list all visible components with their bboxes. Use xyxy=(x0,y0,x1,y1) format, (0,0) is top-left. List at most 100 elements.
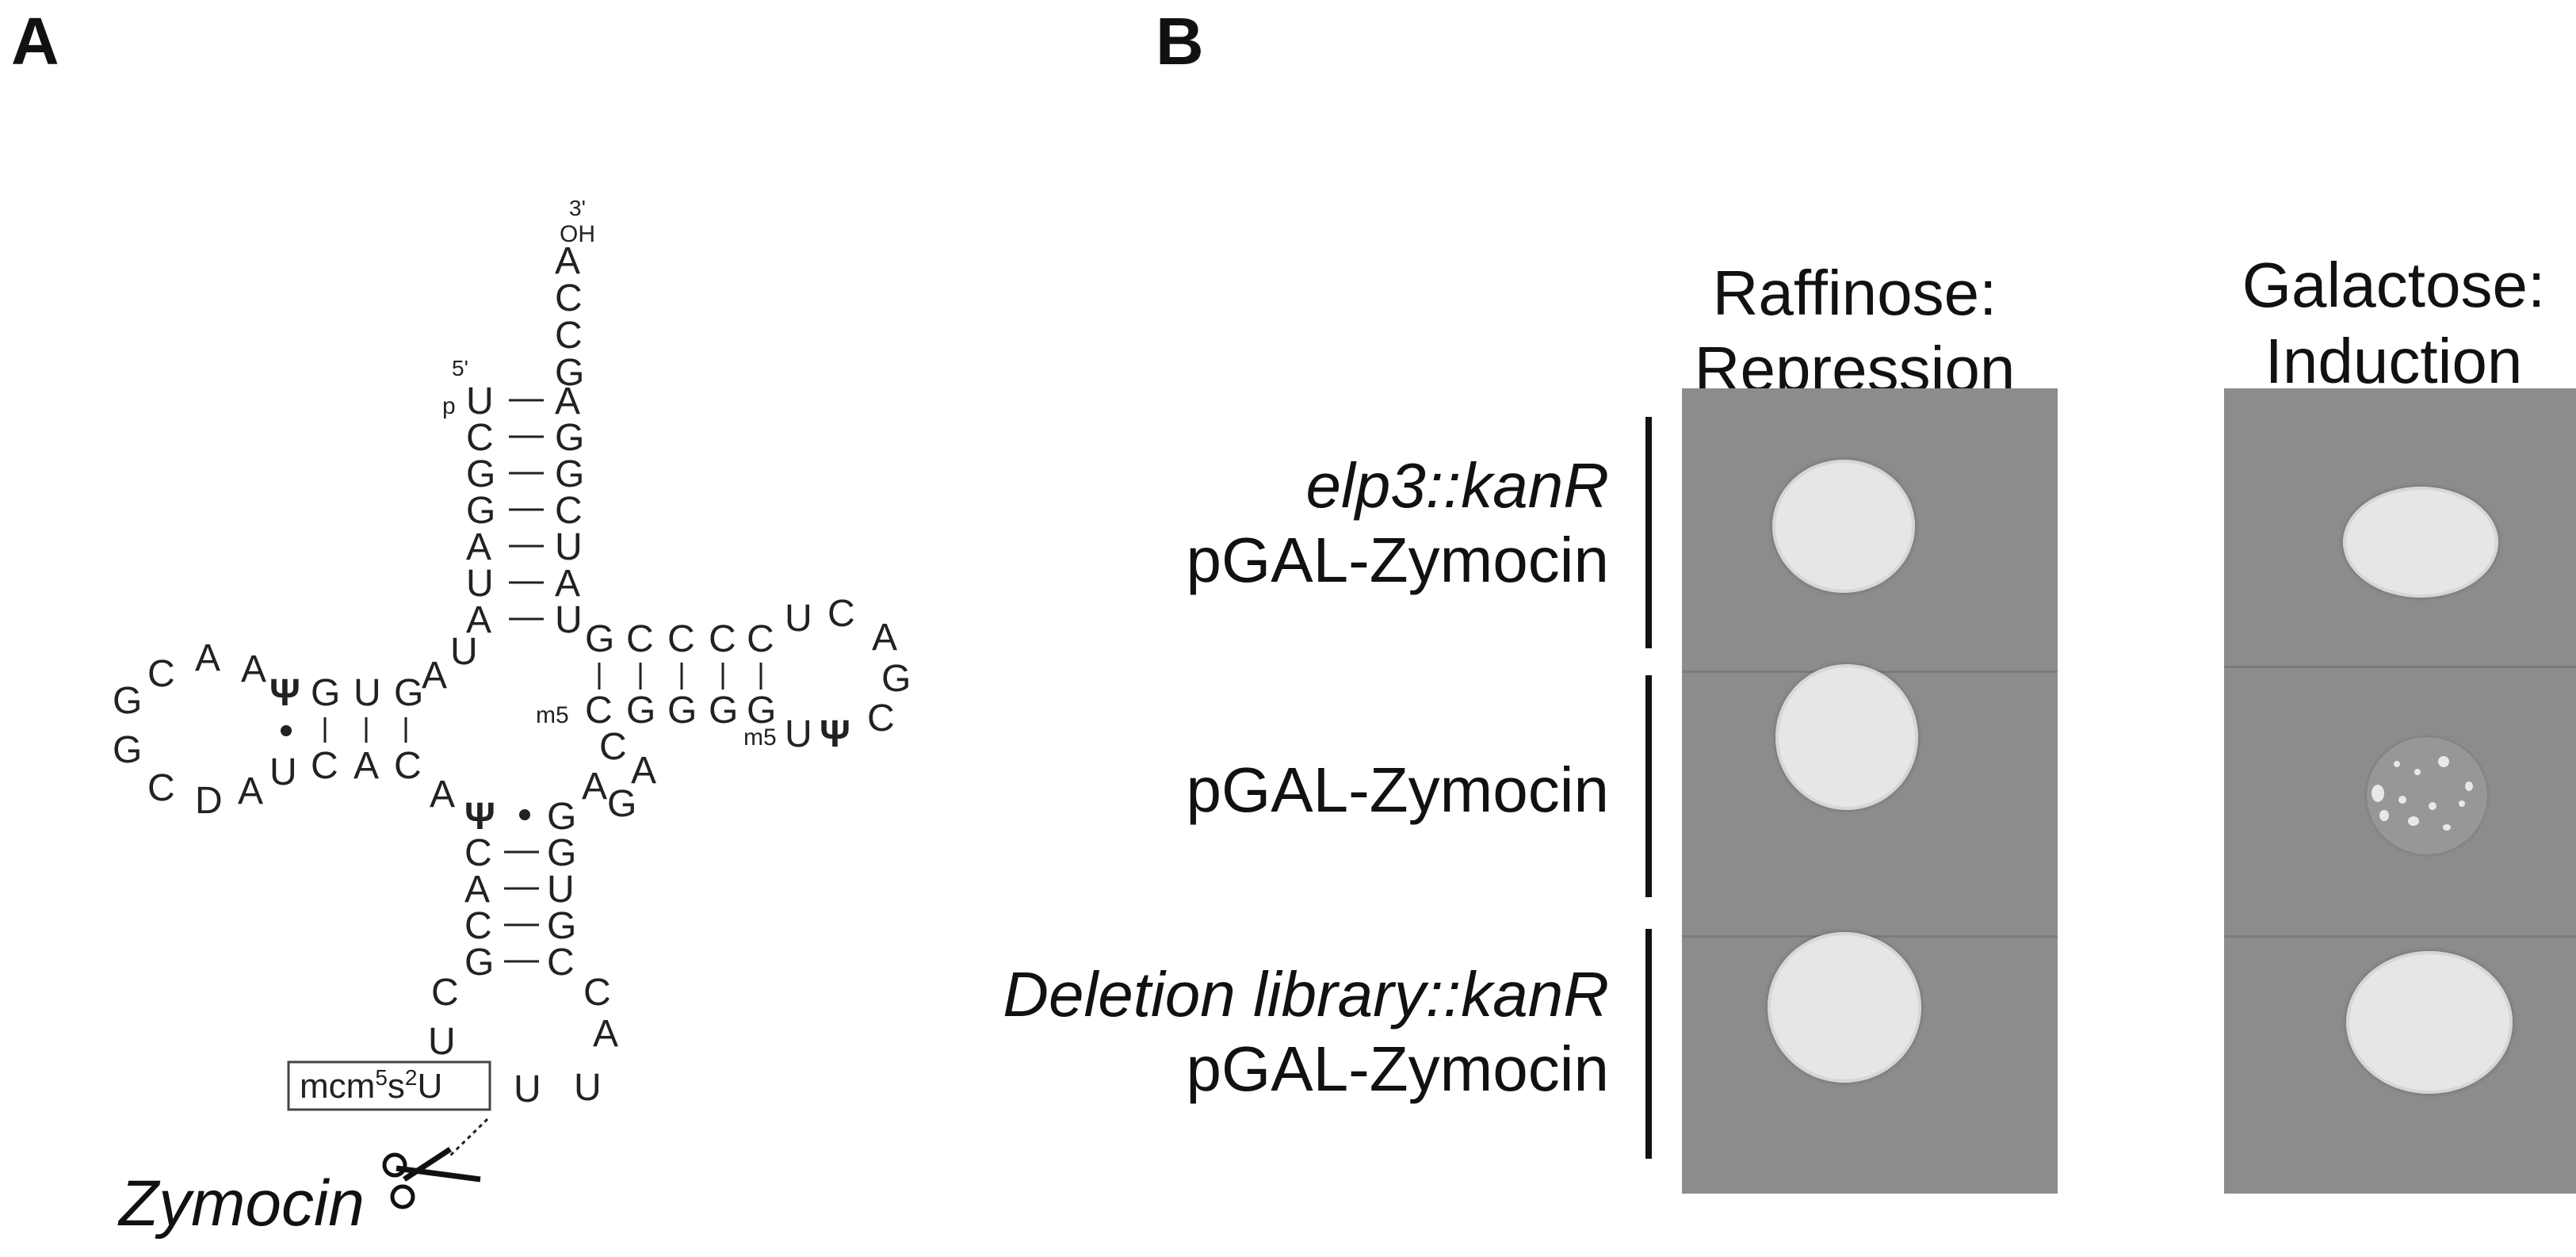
nucleotide: Ψ xyxy=(464,796,495,838)
raffinose-header: Raffinose: Repression xyxy=(1633,255,2077,407)
strain-genotype: Deletion library::kanR xyxy=(1003,959,1609,1030)
nucleotide: G xyxy=(113,680,142,722)
nucleotide: D xyxy=(195,780,223,822)
base-pair-bonds xyxy=(323,717,407,743)
strain-label-wildtype: pGAL-Zymocin xyxy=(1187,753,1609,827)
nucleotide: C xyxy=(466,417,494,459)
nucleotide-modification: m5 xyxy=(536,702,569,728)
nucleotide: A xyxy=(593,1013,618,1055)
nucleotide: C xyxy=(585,690,613,732)
nucleotide: U xyxy=(785,713,812,755)
nucleotide: A xyxy=(466,526,491,568)
nucleotide: C xyxy=(583,972,611,1014)
nucleotide: A xyxy=(555,563,580,605)
nucleotide: A xyxy=(241,648,266,690)
plate-seam xyxy=(2224,935,2576,938)
colony xyxy=(2459,800,2465,807)
nucleotide: U xyxy=(466,563,494,605)
nucleotide: G xyxy=(311,672,340,714)
galactose-header-line1: Galactose: xyxy=(2242,250,2546,320)
nucleotide: A xyxy=(872,617,897,659)
nucleotide: C xyxy=(394,745,422,787)
nucleotide: G xyxy=(547,905,576,947)
strain-plasmid: pGAL-Zymocin xyxy=(1186,755,1609,825)
colony xyxy=(2438,756,2449,767)
nucleotide: U xyxy=(354,672,381,714)
nucleotide: G xyxy=(747,690,776,732)
nucleotide: G xyxy=(547,796,576,838)
nucleotide: A xyxy=(195,637,220,679)
nucleotide: A xyxy=(631,750,656,792)
strain-label-deletion-library: Deletion library::kanR pGAL-Zymocin xyxy=(1003,957,1609,1107)
nucleotide: A xyxy=(422,655,447,697)
nucleotide: G xyxy=(113,729,142,771)
nucleotide: U xyxy=(428,1021,456,1063)
nucleotide: C xyxy=(431,972,459,1014)
yeast-spot-strain2-raffinose xyxy=(1775,664,1918,810)
nucleotide: C xyxy=(464,832,492,874)
strain-genotype: elp3::kanR xyxy=(1305,450,1609,521)
nucleotide: G xyxy=(394,672,423,714)
nucleotide: U xyxy=(555,599,583,641)
nucleotide: G xyxy=(626,690,655,732)
scissors-icon xyxy=(382,1147,481,1209)
nucleotide: A xyxy=(464,869,490,911)
nucleotide: C xyxy=(147,767,175,809)
nucleotide: C xyxy=(464,905,492,947)
panel-label-a: A xyxy=(11,4,59,78)
cleavage-site-dashed-line xyxy=(447,1118,489,1159)
trna-cloverleaf-diagram: 3' OH 5' p A C C G U C G G A U A A G G C… xyxy=(113,196,911,1209)
colony xyxy=(2443,824,2451,831)
nucleotide: G xyxy=(555,453,584,495)
nucleotide: G xyxy=(881,658,911,700)
nucleotide: G xyxy=(464,942,494,984)
nucleotide: C xyxy=(555,490,583,532)
nucleotide: U xyxy=(450,631,478,673)
trna-3prime-oh-label: OH xyxy=(560,221,595,247)
yeast-spot-strain1-raffinose xyxy=(1772,460,1915,593)
yeast-spot-strain1-galactose xyxy=(2343,487,2498,598)
nucleotide: C xyxy=(747,618,774,660)
nucleotide: C xyxy=(547,942,575,984)
colony xyxy=(2372,785,2384,802)
nucleotide: A xyxy=(555,240,580,282)
nucleotide: G xyxy=(607,783,636,825)
base-pair-bonds xyxy=(509,399,544,621)
d-arm: Ψ G U G A U C A C G C A A G G C D A xyxy=(113,637,447,822)
nucleotide: C xyxy=(709,618,736,660)
nucleotide: G xyxy=(555,417,584,459)
nucleotide: C xyxy=(827,593,855,635)
zymocin-label: Zymocin xyxy=(119,1167,365,1240)
yeast-spot-strain3-galactose xyxy=(2346,951,2513,1094)
raffinose-header-line1: Raffinose: xyxy=(1712,258,1997,328)
nucleotide: A xyxy=(238,770,263,812)
colony xyxy=(2414,769,2421,775)
nucleotide: U xyxy=(574,1067,602,1109)
nucleotide: G xyxy=(555,352,584,394)
modified-base-label: mcm5s2U xyxy=(300,1065,442,1106)
colony xyxy=(2379,810,2389,821)
nucleotide: U xyxy=(466,380,494,422)
nucleotide: Ψ xyxy=(269,672,300,714)
nucleotide: G xyxy=(667,690,697,732)
nucleotide: U xyxy=(269,751,297,793)
nucleotide: A xyxy=(430,774,455,816)
nucleotide: U xyxy=(547,869,575,911)
base-pair-bonds xyxy=(598,663,762,690)
yeast-spot-strain3-raffinose xyxy=(1768,932,1921,1083)
nucleotide: G xyxy=(466,490,495,532)
nucleotide: C xyxy=(599,726,627,768)
strain-divider-line xyxy=(1645,417,1652,648)
trna-3prime-label: 3' xyxy=(569,196,586,220)
colony xyxy=(2465,781,2473,791)
nucleotide: A xyxy=(582,766,607,808)
nucleotide: C xyxy=(555,277,583,319)
panel-label-b: B xyxy=(1156,4,1204,78)
trna-5prime-phosphate-label: p xyxy=(442,393,456,419)
colony xyxy=(2398,796,2406,804)
nucleotide: C xyxy=(147,653,175,695)
nucleotide: G xyxy=(466,453,495,495)
raffinose-plate xyxy=(1682,388,2058,1194)
galactose-header: Galactose: Induction xyxy=(2172,247,2576,399)
galactose-header-line2: Induction xyxy=(2265,326,2523,396)
